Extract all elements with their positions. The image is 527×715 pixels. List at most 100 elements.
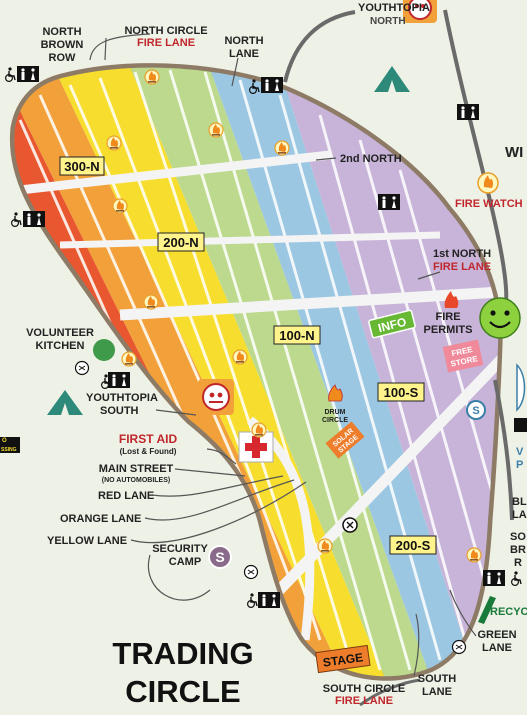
campfire-icon <box>106 135 122 151</box>
tag-200s-label: 200-S <box>396 538 431 553</box>
green-band <box>125 67 435 677</box>
lane-upper <box>59 231 441 249</box>
restroom-icon <box>108 372 130 388</box>
accessible-icon <box>10 211 22 228</box>
edge-ssing-label: SSING <box>1 447 17 453</box>
drum-fire-icon <box>328 384 343 402</box>
info-booth[interactable]: INFO <box>368 309 416 339</box>
campfire-icon <box>121 351 137 367</box>
youthtopia-north-label-1: YOUTHTOPIA <box>358 2 430 14</box>
tag-200n-label: 200-N <box>163 235 198 250</box>
youthtopia-south-label-2: SOUTH <box>100 405 139 417</box>
smiley-icon[interactable] <box>479 297 521 339</box>
edge-sign <box>0 437 20 453</box>
tent-icon <box>47 390 83 415</box>
edge-bl-label-1: BL <box>512 496 527 508</box>
trading-circle-label-2: CIRCLE <box>125 674 240 709</box>
tag-100s-label: 100-S <box>384 385 419 400</box>
green-lane-label-1: GREEN <box>477 629 516 641</box>
tag-300n[interactable]: 300-N <box>59 156 105 176</box>
first-aid-icon[interactable] <box>238 431 274 463</box>
tag-200s[interactable]: 200-S <box>389 535 437 555</box>
lane-2nd-north <box>19 150 331 195</box>
second-north-label: 2nd NORTH <box>340 153 402 165</box>
recyc-label: RECYC <box>490 606 527 618</box>
north-brown-row-label-2: BROWN <box>41 39 84 51</box>
recycle-s-icon[interactable]: S <box>466 400 486 420</box>
tag-100n-label: 100-N <box>279 328 314 343</box>
cross-lanes <box>19 150 499 641</box>
svg-text:S: S <box>472 405 479 417</box>
free-store[interactable]: FREE STORE <box>442 339 484 373</box>
drum-circle[interactable]: DRUM CIRCLE <box>322 384 348 424</box>
campfire-icon <box>143 294 159 310</box>
edge-so-label-3: R <box>514 557 522 569</box>
campfire-icon <box>274 140 290 156</box>
edge-v-label-2: P <box>516 459 523 471</box>
edge-v-label-1: V <box>516 446 524 458</box>
campfire-icon <box>112 198 128 214</box>
campfire-icon <box>232 349 248 365</box>
volunteer-kitchen-marker <box>93 339 115 361</box>
south-circle-label-1: SOUTH CIRCLE <box>323 683 406 695</box>
yellow-lane-label: YELLOW LANE <box>47 535 127 547</box>
tag-100n[interactable]: 100-N <box>273 325 321 345</box>
svg-text:S: S <box>215 549 224 565</box>
tag-300n-label: 300-N <box>64 159 99 174</box>
edge-so-label-1: SO <box>510 531 526 543</box>
drum-circle-label-1: DRUM <box>325 409 346 416</box>
map-labels: YOUTHTOPIA NORTH NORTH BROWN ROW NORTH C… <box>26 2 527 709</box>
youthtopia-south-icon[interactable] <box>198 379 234 415</box>
volunteer-kitchen-label-2: KITCHEN <box>36 340 85 352</box>
tag-100s[interactable]: 100-S <box>377 382 425 402</box>
tent-icon <box>374 66 410 92</box>
campfire-icon <box>251 422 267 438</box>
restroom-icon <box>261 77 283 93</box>
south-lane-label-1: SOUTH <box>418 673 457 685</box>
youthtopia-south-label-1: YOUTHTOPIA <box>86 392 158 404</box>
restroom-icon <box>483 570 505 586</box>
north-circle-label-1: NORTH CIRCLE <box>124 25 207 37</box>
info-label: INFO <box>377 315 408 336</box>
stage[interactable]: STAGE <box>315 644 371 674</box>
campfire-icon <box>144 69 160 85</box>
shuttle-icon <box>243 564 259 580</box>
tag-200n[interactable]: 200-N <box>157 232 205 252</box>
kitchen-icon <box>74 360 90 376</box>
road-right-lower <box>493 379 514 521</box>
security-camp-label-2: CAMP <box>169 556 201 568</box>
accessible-icon <box>4 66 16 83</box>
security-camp-icon[interactable]: S <box>208 545 232 569</box>
south-circle-label-2: FIRE LANE <box>335 695 393 707</box>
leader-lines <box>89 33 477 677</box>
campfire-icon <box>317 538 333 554</box>
red-lane-label: RED LANE <box>98 490 154 502</box>
fire-permits-label-2: PERMITS <box>424 324 473 336</box>
fire-permits-icon <box>444 291 459 308</box>
main-street-label-1: MAIN STREET <box>99 463 174 475</box>
restroom-icon <box>258 592 280 608</box>
first-aid-label-2: (Lost & Found) <box>120 447 177 456</box>
restroom-icon <box>17 66 39 82</box>
wi-partial-label: WI <box>505 144 523 161</box>
security-camp-label-1: SECURITY <box>152 543 208 555</box>
shuttle-icon <box>451 639 467 655</box>
campfire-icon <box>466 547 482 563</box>
youthtopia-north-icon[interactable] <box>403 0 437 23</box>
shuttle-stop-icon[interactable] <box>342 517 358 533</box>
fire-watch-label: FIRE WATCH <box>455 198 523 210</box>
free-store-label-1: FREE <box>451 345 474 358</box>
orange-lane-label: ORANGE LANE <box>60 513 141 525</box>
section-tags: 300-N 200-N 100-N 100-S 200-S <box>59 156 437 555</box>
edge-v-box <box>516 363 526 412</box>
road-south <box>359 678 421 707</box>
edge-bl-label-2: LA <box>512 509 527 521</box>
first-north-label-2: FIRE LANE <box>433 261 491 273</box>
accessible-icon <box>246 592 258 609</box>
south-lane-label-2: LANE <box>422 686 452 698</box>
trading-circle-label-1: TRADING <box>112 636 253 671</box>
recycle-icon <box>478 596 496 624</box>
volunteer-kitchen-label-1: VOLUNTEER <box>26 327 94 339</box>
north-circle-label-2: FIRE LANE <box>137 37 195 49</box>
